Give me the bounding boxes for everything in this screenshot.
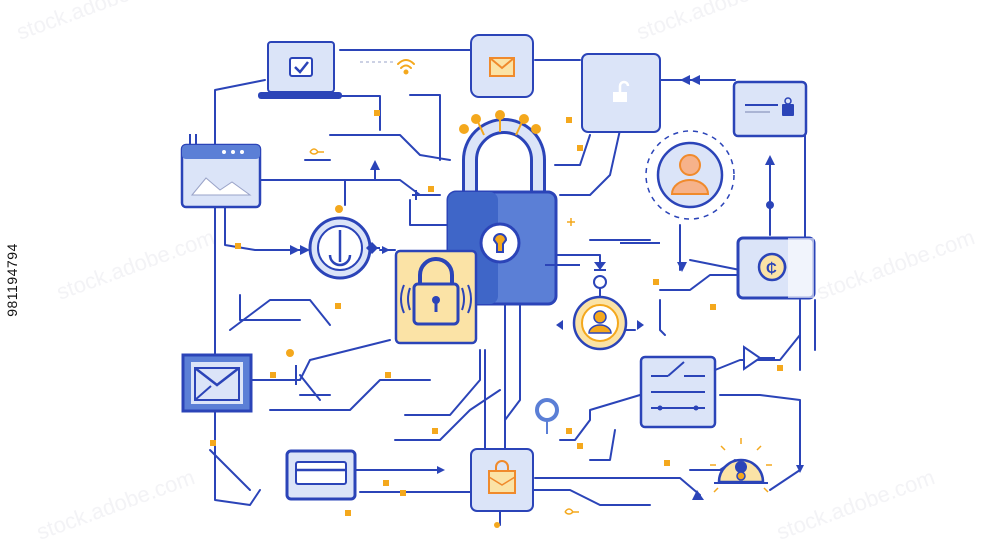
- watermark-text: stock.adobe.com: [773, 464, 938, 544]
- watermark-text: stock.adobe.com: [633, 0, 798, 45]
- stock-id-text: 981194794: [4, 243, 20, 317]
- watermark-text: stock.adobe.com: [13, 0, 178, 45]
- yellow-padlock-icon: [394, 249, 478, 345]
- wifi-icon: [397, 59, 415, 75]
- browser-window-icon: [180, 134, 262, 209]
- coin-symbol: ₵: [766, 260, 777, 277]
- credit-card-icon: [285, 449, 357, 501]
- watermark-text: stock.adobe.com: [813, 224, 978, 304]
- user-badge-icon: [556, 275, 644, 351]
- anchor-circle-icon: [308, 216, 380, 280]
- mail-film-icon: [181, 353, 253, 413]
- tiny-glyphs: [309, 148, 579, 515]
- shopping-bag-icon: [470, 448, 534, 512]
- unlocked-padlock-icon: [581, 53, 661, 133]
- coin-refresh-icon: ₵: [736, 236, 816, 300]
- stock-id-label: 981194794: [4, 243, 20, 317]
- envelope-icon: [470, 34, 534, 98]
- main-padlock-icon: [446, 110, 558, 306]
- switch-panel-icon: [639, 345, 775, 429]
- misc-markers: [295, 190, 774, 385]
- laptop-checkmark-icon: [258, 41, 342, 99]
- arrow-heads: [290, 75, 804, 500]
- id-card-icon: [732, 80, 808, 138]
- watermark-text: stock.adobe.com: [33, 464, 198, 544]
- location-pin-icon: [535, 398, 559, 434]
- watermark-text: stock.adobe.com: [53, 224, 218, 304]
- light-bulb-user-icon: [710, 438, 772, 493]
- user-avatar-icon: [645, 130, 735, 220]
